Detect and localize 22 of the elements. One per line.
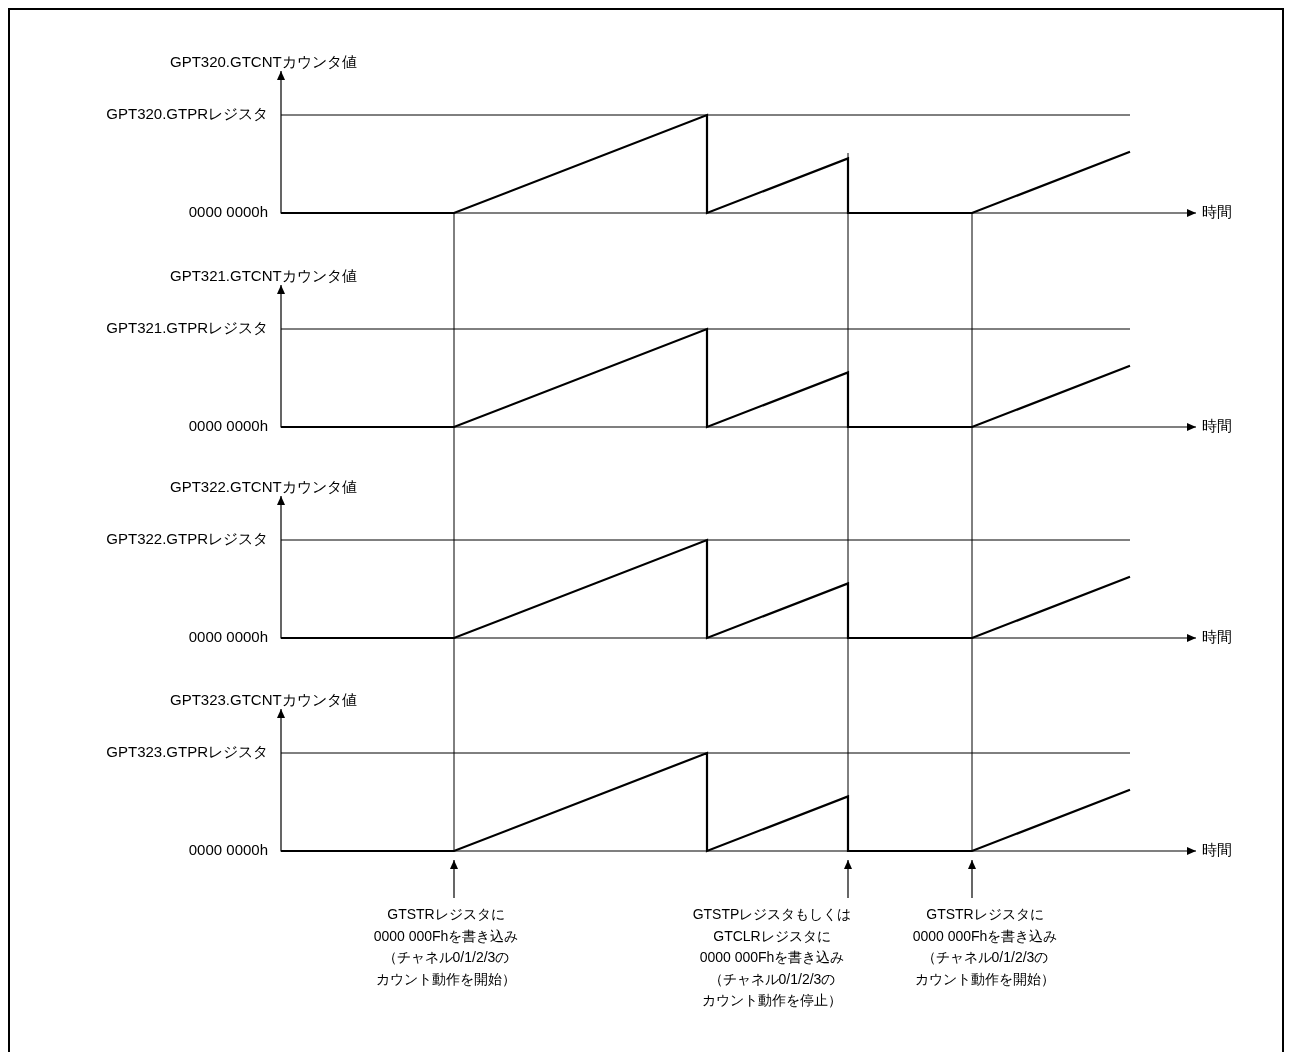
axis-label: 時間 <box>1202 628 1232 646</box>
leader-arrow <box>844 859 852 899</box>
level-label: GPT322.GTPRレジスタ <box>106 530 268 548</box>
axes <box>277 708 1197 855</box>
level-label: 0000 0000h <box>188 628 268 646</box>
level-label: GPT323.GTPRレジスタ <box>106 743 268 761</box>
axis-title: GPT323.GTCNTカウンタ値 <box>170 691 357 709</box>
axis-label: 時間 <box>1202 417 1232 435</box>
axis-title: GPT320.GTCNTカウンタ値 <box>170 53 357 71</box>
annotation-text: GTSTRレジスタに 0000 000Fhを書き込み （チャネル0/1/2/3の カウント動作を開始） <box>361 904 531 990</box>
leader-arrow <box>450 859 458 899</box>
axis-title: GPT321.GTCNTカウンタ値 <box>170 267 357 285</box>
axis-title: GPT322.GTCNTカウンタ値 <box>170 478 357 496</box>
level-label: GPT320.GTPRレジスタ <box>106 105 268 123</box>
leader-arrow <box>968 859 976 899</box>
annotation-text: GTSTRレジスタに 0000 000Fhを書き込み （チャネル0/1/2/3の カウント動作を開始） <box>910 904 1060 990</box>
level-label: GPT321.GTPRレジスタ <box>106 319 268 337</box>
level-label: 0000 0000h <box>188 417 268 435</box>
annotation-text: GTSTPレジスタもしくは GTCLRレジスタに 0000 000Fhを書き込み （チャネル0/1/2/3の カウント動作を停止） <box>667 904 877 1012</box>
level-label: 0000 0000h <box>188 203 268 221</box>
axis-label: 時間 <box>1202 203 1232 221</box>
level-label: 0000 0000h <box>188 841 268 859</box>
